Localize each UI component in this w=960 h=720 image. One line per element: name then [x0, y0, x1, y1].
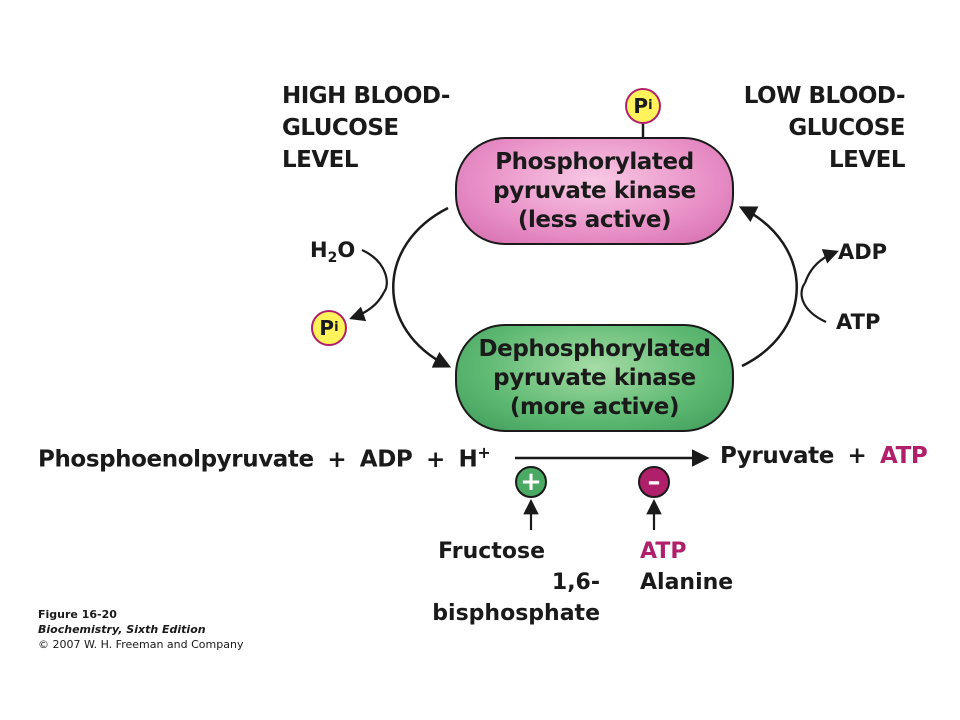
- adp-product-label: ADP: [838, 240, 888, 264]
- phosphorylation-arrow: [738, 206, 798, 368]
- inhibitor-label: ATP Alanine: [640, 539, 734, 595]
- activation-plus-icon: +: [515, 466, 547, 498]
- adp-out-arrow: [803, 249, 839, 284]
- atp-in-arrow: [800, 282, 827, 323]
- pi-out-arrow: [349, 291, 385, 322]
- activator-label: Fructose 1,6-bisphosphate: [432, 539, 600, 626]
- water-in-arrow: [361, 249, 388, 293]
- dephosphorylation-arrow: [392, 206, 452, 368]
- reaction-substrates: Phosphoenolpyruvate + ADP + H+: [38, 443, 491, 473]
- high-glucose-label: HIGH BLOOD- GLUCOSE LEVEL: [282, 83, 450, 173]
- water-label: H2O: [310, 238, 356, 267]
- low-glucose-label: LOW BLOOD- GLUCOSE LEVEL: [743, 83, 906, 173]
- dephosphorylated-pyruvate-kinase: Dephosphorylated pyruvate kinase (more a…: [455, 324, 734, 432]
- phosphorylated-pyruvate-kinase: Phosphorylated pyruvate kinase (less act…: [455, 137, 734, 245]
- atp-substrate-label: ATP: [836, 310, 881, 334]
- figure-caption: Figure 16-20 Biochemistry, Sixth Edition…: [38, 608, 244, 651]
- inhibition-minus-icon: –: [638, 466, 670, 498]
- reaction-products: Pyruvate + ATP: [720, 443, 928, 469]
